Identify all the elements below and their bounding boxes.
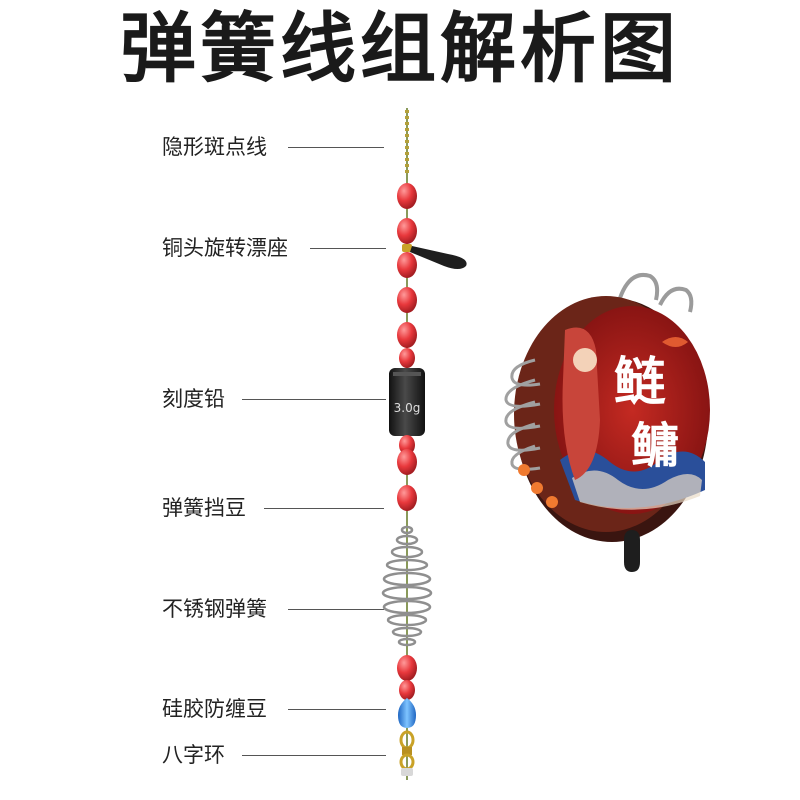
bead	[397, 655, 417, 681]
bead	[399, 435, 415, 455]
label-sinker: 刻度铅	[162, 387, 225, 411]
label-stopper: 弹簧挡豆	[162, 496, 246, 520]
bead	[397, 322, 417, 348]
sinker-weight-text: 3.0g	[394, 401, 421, 415]
leader-line-swivel-seat	[310, 248, 386, 249]
bead	[397, 218, 417, 244]
bead	[397, 287, 417, 313]
swivel-icon	[399, 730, 415, 776]
sinker-icon: 3.0g	[389, 368, 425, 436]
leader-line-stopper	[264, 508, 384, 509]
label-swivel-seat: 铜头旋转漂座	[162, 236, 288, 260]
bead	[397, 485, 417, 511]
bead	[397, 449, 417, 475]
leader-line-silicone	[288, 709, 386, 710]
silicone-bead-icon	[398, 698, 416, 728]
spring-icon	[381, 525, 433, 647]
spool-logo-char: 鲢	[614, 352, 666, 413]
bead	[397, 183, 417, 209]
leader-line-spring	[288, 609, 384, 610]
bead	[399, 680, 415, 700]
bead	[397, 252, 417, 278]
label-swivel: 八字环	[162, 743, 225, 767]
label-line: 隐形斑点线	[162, 135, 267, 159]
bead	[399, 348, 415, 368]
label-spring: 不锈钢弹簧	[162, 597, 267, 621]
leader-line-swivel	[242, 755, 386, 756]
spool-icon: 鲢 鳙	[504, 273, 710, 572]
bead-group-top	[397, 183, 417, 348]
page-title: 弹簧线组解析图	[120, 4, 680, 93]
leader-line-sinker	[242, 399, 386, 400]
swivel-seat-icon	[402, 244, 467, 269]
label-silicone: 硅胶防缠豆	[162, 697, 267, 721]
spool-logo-char: 鳙	[631, 418, 679, 474]
leader-line-line	[288, 147, 384, 148]
